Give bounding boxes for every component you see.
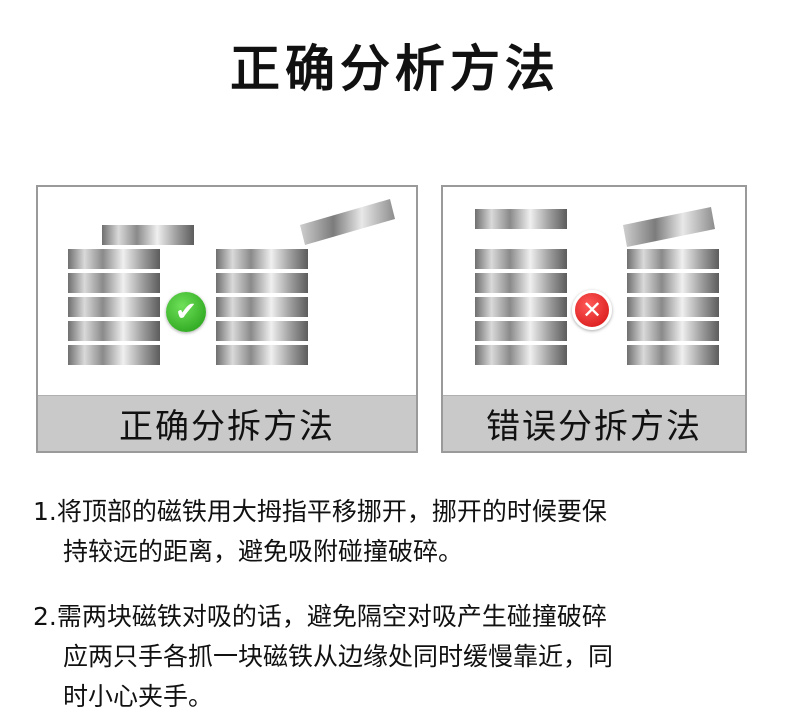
instruction-note-1: 1.将顶部的磁铁用大拇指平移挪开，挪开的时候要保 持较远的距离，避免吸附碰撞破碎… — [33, 492, 753, 572]
note-line: 时小心夹手。 — [63, 682, 214, 711]
note-line: 1.将顶部的磁铁用大拇指平移挪开，挪开的时候要保 — [33, 497, 607, 526]
magnet-stack-left — [68, 249, 160, 365]
correct-method-caption: 正确分拆方法 — [38, 395, 416, 451]
top-magnet-pulled-up — [475, 209, 567, 229]
correct-method-panel: ✔ 正确分拆方法 — [36, 185, 418, 453]
magnet-stack-left — [475, 249, 567, 365]
instruction-note-2: 2.需两块磁铁对吸的话，避免隔空对吸产生碰撞破碎 应两只手各抓一块磁铁从边缘处同… — [33, 597, 753, 717]
note-line: 持较远的距离，避免吸附碰撞破碎。 — [63, 537, 464, 566]
wrong-method-illustration — [475, 207, 719, 365]
top-magnet-pried — [623, 207, 715, 247]
check-icon: ✔ — [166, 292, 206, 332]
cross-icon: ✕ — [572, 290, 612, 330]
note-line: 2.需两块磁铁对吸的话，避免隔空对吸产生碰撞破碎 — [33, 602, 607, 631]
magnet-stack-right — [216, 249, 308, 365]
top-magnet-sliding — [102, 225, 194, 245]
correct-method-illustration — [68, 199, 395, 365]
wrong-method-panel: ✕ 错误分拆方法 — [441, 185, 747, 453]
note-line: 应两只手各抓一块磁铁从边缘处同时缓慢靠近，同 — [63, 642, 614, 671]
wrong-method-caption: 错误分拆方法 — [443, 395, 745, 451]
magnet-stack-right — [627, 249, 719, 365]
page-title: 正确分析方法 — [230, 40, 560, 98]
top-magnet-lifted — [300, 199, 395, 245]
